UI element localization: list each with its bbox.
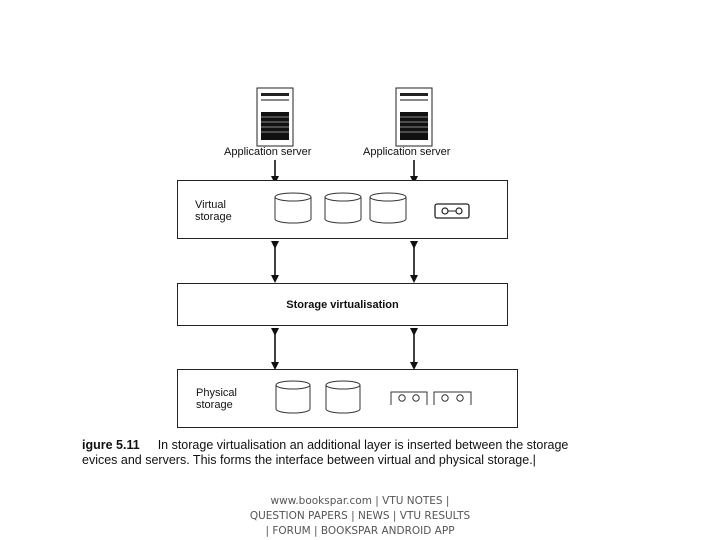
footer-line: QUESTION PAPERS | NEWS | VTU RESULTS [249, 510, 471, 522]
virtual-devices [274, 192, 470, 224]
layer-label-line: Virtual [195, 199, 226, 211]
layer-label-line: Physical [196, 387, 237, 399]
tape-drive-icon [390, 391, 428, 405]
figure-caption: igure 5.11 In storage virtualisation an a… [82, 438, 627, 468]
tape-drive-icon [433, 391, 472, 405]
footer-line: www.bookspar.com | VTU NOTES | [270, 495, 450, 507]
footer-line: | FORUM | BOOKSPAR ANDROID APP [265, 525, 455, 537]
server-label: Application server [224, 146, 312, 158]
disk-icon [369, 192, 407, 224]
server-icon [395, 87, 433, 147]
caption-text: In storage virtualisation an additional … [157, 438, 569, 452]
server-label: Application server [363, 146, 451, 158]
footer: www.bookspar.com | VTU NOTES | QUESTION … [0, 494, 720, 539]
disk-icon [274, 192, 312, 224]
layer-title: Storage virtualisation [286, 298, 399, 311]
physical-devices [275, 380, 472, 414]
layer-label-line: storage [196, 399, 233, 411]
caption-line: igure 5.11 In storage virtualisation an a… [82, 438, 627, 453]
server-icon [256, 87, 294, 147]
layer-label: Virtual storage [195, 199, 232, 223]
disk-icon [275, 380, 311, 414]
layer-label-line: storage [195, 211, 232, 223]
storage-virtualisation-layer: Storage virtualisation [177, 283, 508, 326]
layer-label: Physical storage [196, 387, 237, 411]
caption-line: evices and servers. This forms the inter… [82, 453, 536, 467]
figure-number: igure 5.11 [82, 438, 140, 452]
physical-storage-layer: Physical storage [177, 369, 518, 428]
tape-icon [434, 203, 470, 219]
disk-icon [324, 192, 362, 224]
virtual-storage-layer: Virtual storage [177, 180, 508, 239]
disk-icon [325, 380, 361, 414]
